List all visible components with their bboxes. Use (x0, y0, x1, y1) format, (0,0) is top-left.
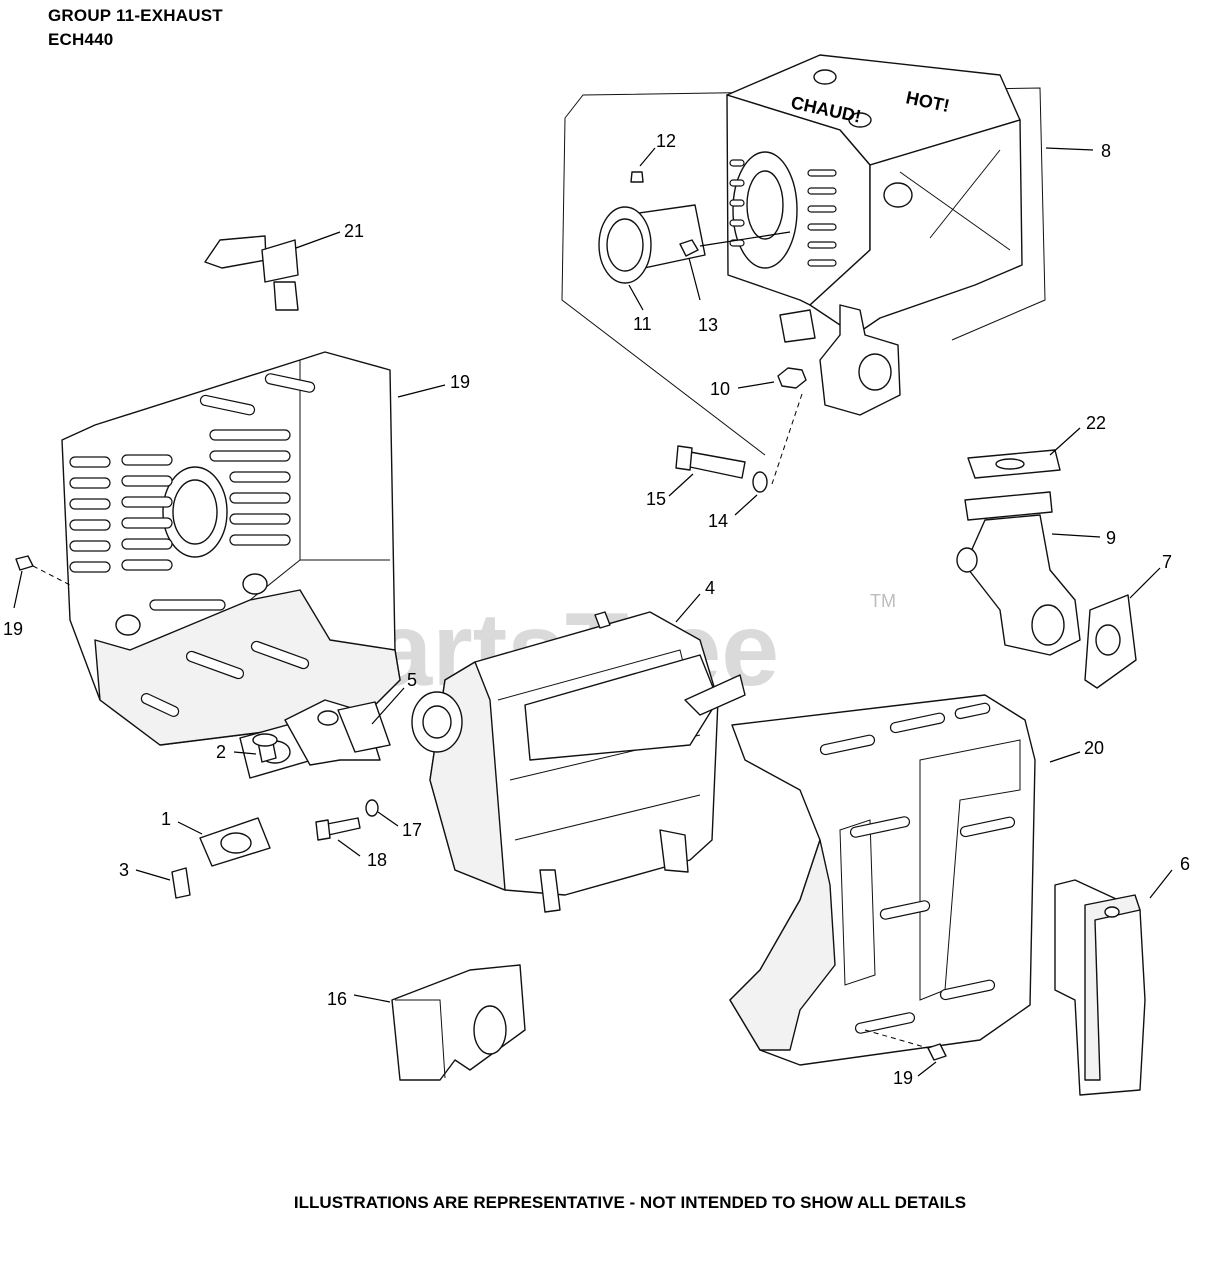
callout-13: 13 (698, 315, 718, 335)
part-21-lower-heat-shield[interactable] (729, 694, 1036, 1066)
part-10-nut[interactable] (777, 367, 807, 389)
part-8-leader (1045, 147, 1094, 151)
part-22-shield[interactable] (204, 235, 299, 311)
callout-14: 14 (708, 511, 728, 531)
part-5-leader (371, 687, 405, 725)
callout-19-right: 19 (893, 1068, 913, 1088)
part-8-muffler-top[interactable]: CHAUD! HOT! (726, 54, 1023, 416)
engine-model: ECH440 (48, 30, 114, 49)
part-10-centerline (771, 393, 803, 485)
diagram-title: GROUP 11-EXHAUST (48, 6, 223, 25)
part-12-screw[interactable] (630, 171, 644, 183)
part-3-leader (135, 869, 171, 881)
part-2-leader (233, 751, 257, 755)
part-7-gasket[interactable] (1084, 594, 1137, 689)
part-18-bolt[interactable] (315, 817, 361, 841)
callout-17: 17 (402, 820, 422, 840)
callout-4: 4 (705, 578, 715, 598)
part-1-gasket[interactable] (199, 817, 271, 867)
part-22-leader (295, 231, 341, 249)
part-16-leader (353, 994, 391, 1003)
part-10-leader (737, 381, 775, 389)
part-19-screw-right[interactable] (927, 1043, 947, 1061)
callout-21: 20 (1084, 738, 1104, 758)
part-23-leader (1049, 427, 1081, 456)
callout-18: 18 (367, 850, 387, 870)
part-6-bracket[interactable] (1054, 879, 1146, 1096)
part-12-leader (639, 147, 656, 167)
callout-5: 5 (407, 670, 417, 690)
part-1-leader (177, 821, 203, 835)
part-19-right-leader (917, 1061, 937, 1077)
part-23-gasket[interactable] (967, 449, 1061, 479)
callout-20: 19 (450, 372, 470, 392)
part-9-exhaust-pipe[interactable] (956, 491, 1081, 656)
callout-8: 8 (1101, 141, 1111, 161)
part-19-right-centerline (864, 1029, 929, 1049)
part-4-leader (675, 593, 701, 623)
callout-15: 15 (646, 489, 666, 509)
part-19-left-centerline (32, 565, 71, 586)
callout-11: 11 (633, 314, 652, 334)
part-14-leader (734, 494, 758, 516)
part-2-bolt[interactable] (252, 733, 278, 763)
callout-19-left: 19 (3, 619, 23, 639)
callout-6: 6 (1180, 854, 1190, 874)
callout-7: 7 (1162, 552, 1172, 572)
part-11-leader (628, 284, 644, 311)
part-8-group-outline (561, 87, 1046, 456)
part-13-pointer (699, 231, 791, 247)
part-13-leader (688, 257, 701, 301)
part-20-heat-shield[interactable] (61, 351, 401, 746)
callout-12: 12 (656, 131, 676, 151)
callout-3: 3 (119, 860, 129, 880)
callout-9: 9 (1106, 528, 1116, 548)
part-19-left-leader (13, 570, 23, 609)
callout-16: 16 (327, 989, 347, 1009)
part-6-leader (1149, 869, 1173, 899)
part-9-leader (1051, 533, 1101, 538)
watermark-trademark: TM (870, 591, 896, 611)
callout-10: 10 (710, 379, 730, 399)
callout-1: 1 (161, 809, 171, 829)
part-17-leader (377, 811, 399, 827)
part-19-screw-left[interactable] (15, 555, 34, 571)
part-16-gasket[interactable] (391, 964, 526, 1081)
part-3-stud[interactable] (171, 867, 191, 899)
part-17-washer[interactable] (365, 799, 379, 817)
callout-22: 21 (344, 221, 364, 241)
part-15-leader (668, 473, 694, 497)
part-20-leader (397, 384, 446, 398)
part-18-leader (337, 839, 361, 857)
part-21-leader (1049, 751, 1081, 763)
disclaimer-note: ILLUSTRATIONS ARE REPRESENTATIVE - NOT I… (293, 1193, 967, 1212)
part-14-washer[interactable] (752, 471, 768, 493)
part-15-bolt[interactable] (675, 445, 746, 479)
callout-23: 22 (1086, 413, 1106, 433)
callout-2: 2 (216, 742, 226, 762)
part-7-leader (1129, 567, 1161, 599)
part-4-muffler-body[interactable] (411, 611, 746, 913)
part-13-bolt[interactable] (679, 239, 699, 257)
